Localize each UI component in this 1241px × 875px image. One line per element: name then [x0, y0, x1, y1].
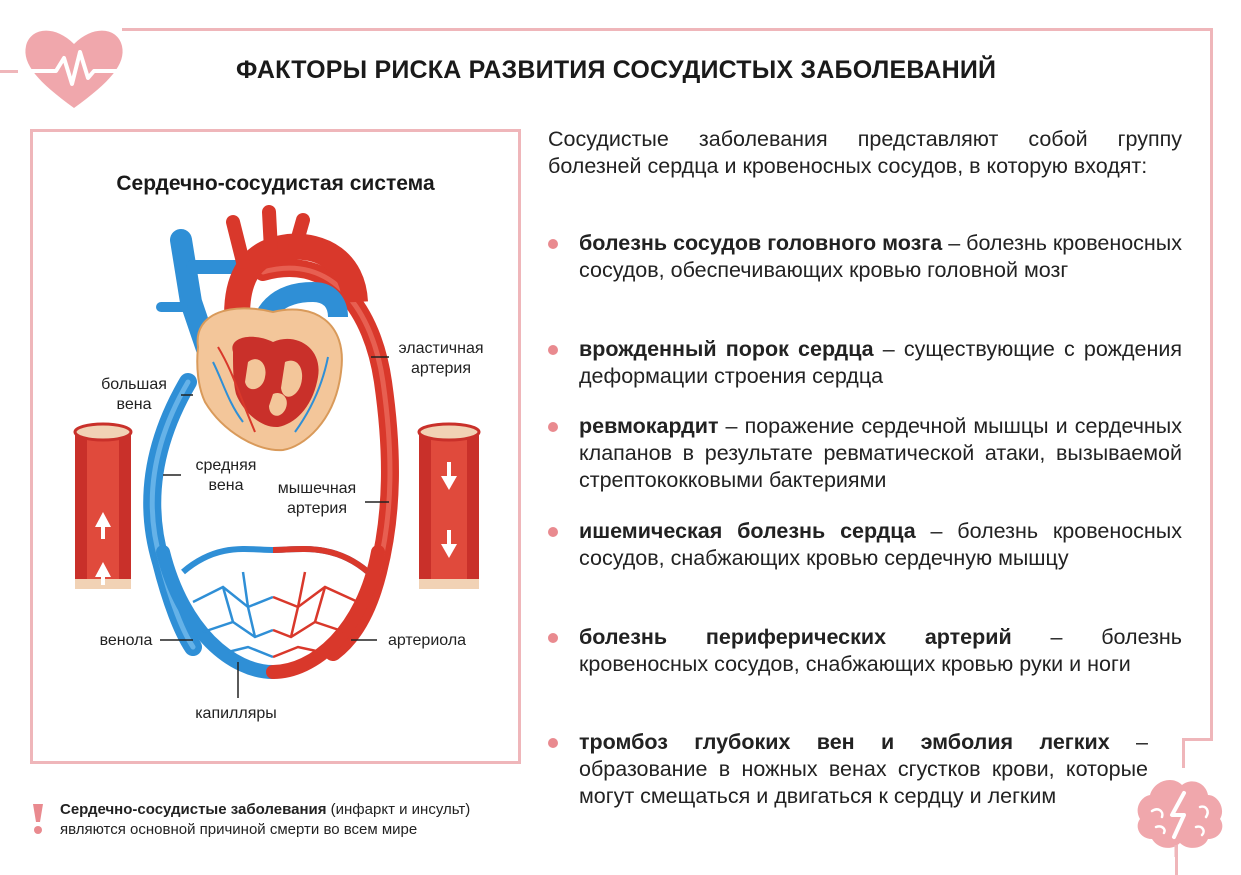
artery-cross-section — [417, 422, 481, 589]
label-elastic-artery: эластичная артерия — [398, 340, 484, 377]
diagram-title: Сердечно-сосудистая система — [116, 172, 435, 195]
list-item: болезнь сосудов головного мозга – болезн… — [548, 230, 1182, 284]
list-item: тромбоз глубоких вен и эмболия легких – … — [548, 729, 1148, 810]
list-item: ревмокардит – поражение сердечной мышцы … — [548, 413, 1182, 494]
label-mid-vein: средняя вена — [195, 457, 257, 494]
label-big-vein: большая вена — [101, 376, 167, 413]
bullet-icon — [548, 345, 558, 355]
footnote-text: Сердечно-сосудистые заболевания (инфаркт… — [60, 801, 471, 838]
vein-bottom-arc — [156, 545, 280, 679]
warning-icon — [33, 804, 43, 834]
frame-line-right-step — [1182, 738, 1213, 741]
circulatory-system-illustration — [73, 205, 481, 698]
bullet-icon — [548, 633, 558, 643]
bullet-icon — [548, 527, 558, 537]
bullet-icon — [548, 422, 558, 432]
label-capillaries: капилляры — [195, 705, 277, 722]
artery-bottom-arc — [266, 545, 385, 679]
label-venule: венола — [99, 632, 153, 649]
label-muscle-artery: мышечная артерия — [277, 480, 357, 517]
heart — [196, 307, 343, 452]
label-arteriole: артериола — [387, 632, 467, 649]
heart-pulse-icon — [18, 30, 130, 108]
page-title: ФАКТОРЫ РИСКА РАЗВИТИЯ СОСУДИСТЫХ ЗАБОЛЕ… — [236, 56, 997, 84]
brain-icon — [1137, 780, 1223, 857]
frame-line-bottom-right — [1175, 845, 1178, 875]
bullet-icon — [548, 239, 558, 249]
diagram-panel: Сердечно-сосудистая система — [30, 129, 521, 764]
list-item: болезнь периферических артерий – болезнь… — [548, 624, 1182, 678]
vein-cross-section — [73, 422, 133, 589]
list-item: врожденный порок сердца – существующие с… — [548, 336, 1182, 390]
list-item: ишемическая болезнь сердца – болезнь кро… — [548, 518, 1182, 572]
frame-line-left-top — [0, 70, 28, 73]
bullet-icon — [548, 738, 558, 748]
frame-line-right-lower — [1182, 738, 1185, 768]
frame-line-right — [1210, 28, 1213, 740]
intro-text: Сосудистые заболевания представляют собо… — [548, 127, 1182, 178]
frame-line-top — [122, 28, 1212, 31]
